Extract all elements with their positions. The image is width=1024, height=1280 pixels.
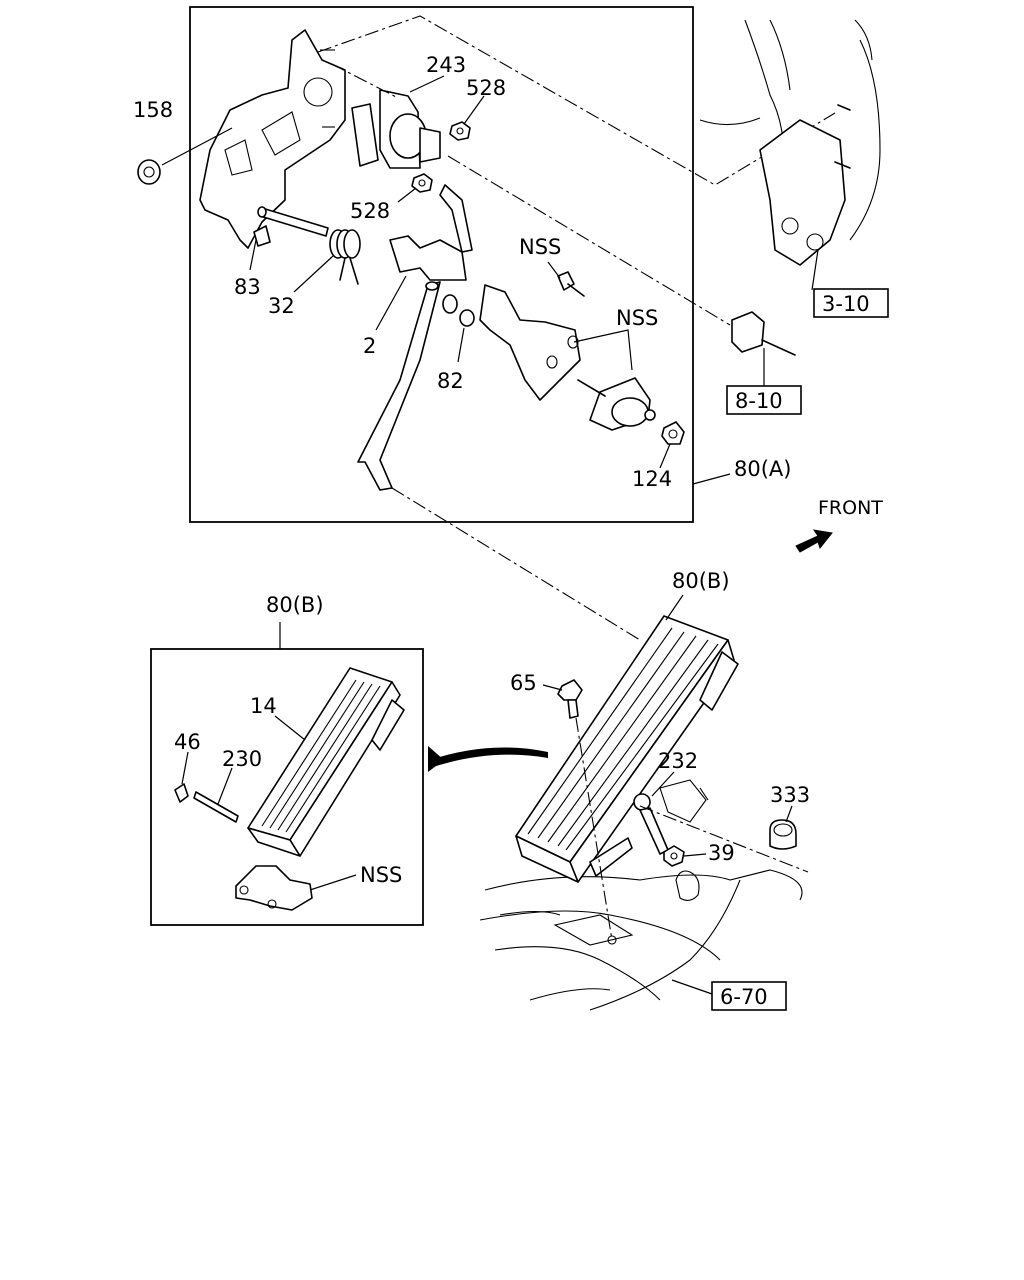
pivot-shaft [257,206,329,237]
ref-box-8-10[interactable] [726,385,802,415]
callout-124: 124 [632,467,672,491]
nut-124 [661,421,685,445]
callout-528-lower: 528 [350,199,390,223]
callout-14: 14 [250,694,277,718]
callout-230: 230 [222,747,262,771]
stopper-bolt-232 [633,793,669,855]
callout-232: 232 [658,749,698,773]
detail-frame-80a [189,6,694,523]
floor-mount-boss [675,870,700,901]
callout-80b-inset: 80(B) [266,593,324,617]
callout-32: 32 [268,294,295,318]
curved-arrow-icon [428,746,548,772]
main-pedal-pad [515,615,739,883]
connector-8-10 [731,311,796,356]
alignment-line-bolt [575,717,613,941]
callout-80b-main: 80(B) [672,569,730,593]
ref-box-6-70[interactable] [711,981,787,1011]
body-structure-3-10 [699,19,881,266]
arrow-icon [795,529,833,553]
front-label: FRONT [818,497,883,519]
ref-3-10: 3-10 [822,292,870,316]
callout-39: 39 [708,841,735,865]
nut-528-lower [411,173,433,193]
inset-hinge-bracket [235,865,313,911]
callout-528-upper: 528 [466,76,506,100]
callout-243: 243 [426,53,466,77]
callout-80a: 80(A) [734,457,791,481]
callout-65: 65 [510,671,537,695]
callout-nss-switch: NSS [616,306,658,330]
switch-bracket [479,284,581,401]
bushing-82 [442,294,475,327]
ref-6-70: 6-70 [720,985,768,1009]
inset-pin [193,791,239,823]
callout-333: 333 [770,783,810,807]
pedal-arm [357,184,473,491]
callout-158: 158 [133,98,173,122]
alignment-line-nut [331,63,399,99]
inset-clip [174,783,189,803]
nut-39 [663,845,685,867]
alignment-line-stopper [639,805,809,873]
clip-83 [253,225,271,247]
alignment-line-pedal [391,487,641,641]
pedal-bracket [199,29,346,249]
floor-mount-boss-upper [659,779,707,823]
callout-46: 46 [174,730,201,754]
floor-panel [479,869,803,1011]
ref-box-3-10[interactable] [813,288,889,318]
callout-82: 82 [437,369,464,393]
bolt-65 [557,679,583,719]
callout-2: 2 [363,334,376,358]
nut-528-upper [449,121,471,141]
washer-158 [137,159,161,185]
callout-nss-screw: NSS [519,235,561,259]
stopper-333 [769,819,797,850]
return-spring [329,229,361,285]
kickdown-switch [577,377,656,431]
throttle-sensor-243 [351,89,441,169]
inset-pedal-pad [247,667,405,857]
screw-nss [557,271,585,297]
callout-83: 83 [234,275,261,299]
callout-nss-bracket: NSS [360,863,402,887]
alignment-line-sensor [447,155,731,326]
ref-8-10: 8-10 [735,389,783,413]
detail-frame-80b [150,648,424,926]
